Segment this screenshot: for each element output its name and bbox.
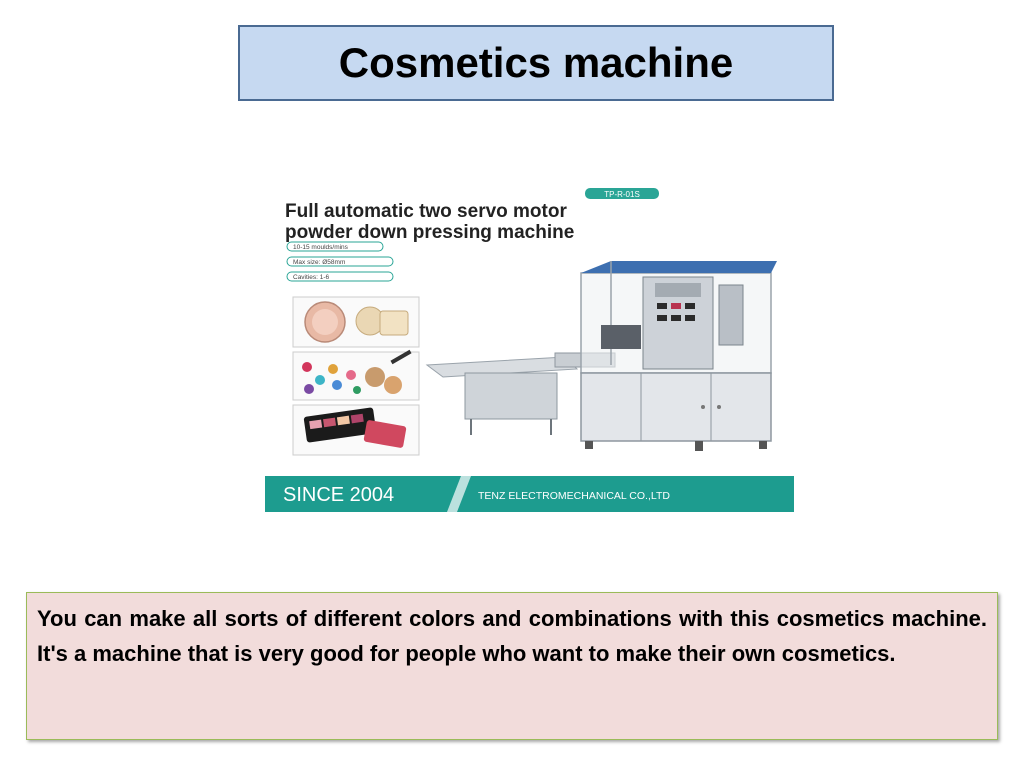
spec-pill-1-text: 10-15 moulds/mins: [293, 244, 349, 251]
since-label: SINCE 2004: [283, 484, 394, 506]
image-headline-line2: powder down pressing machine: [285, 222, 574, 243]
product-image: TP-R-01S Full automatic two servo motor …: [265, 185, 794, 512]
slide-title-box: Cosmetics machine: [238, 25, 834, 101]
model-tag: TP-R-01S: [585, 188, 659, 199]
description-box: You can make all sorts of different colo…: [26, 592, 998, 740]
spec-pill-2-text: Max size: Ø58mm: [293, 259, 345, 266]
image-headline-line1: Full automatic two servo motor: [285, 201, 567, 222]
thumb-compact-powder: [292, 296, 420, 348]
thumb-eyeshadow: [292, 349, 420, 401]
model-tag-text: TP-R-01S: [604, 190, 640, 199]
spec-pill-1: 10-15 moulds/mins: [286, 241, 384, 252]
spec-pill-3-text: Cavities: 1-6: [293, 274, 330, 281]
slide-title: Cosmetics machine: [338, 39, 734, 86]
company-label: TENZ ELECTROMECHANICAL CO.,LTD: [478, 490, 670, 502]
spec-pill-2: Max size: Ø58mm: [286, 256, 394, 267]
description-text: You can make all sorts of different colo…: [37, 606, 987, 666]
pressing-machine-illustration: [425, 261, 777, 451]
bottom-banner: SINCE 2004 TENZ ELECTROMECHANICAL CO.,LT…: [265, 476, 794, 512]
spec-pill-3: Cavities: 1-6: [286, 271, 394, 282]
thumb-palette: [292, 404, 420, 456]
